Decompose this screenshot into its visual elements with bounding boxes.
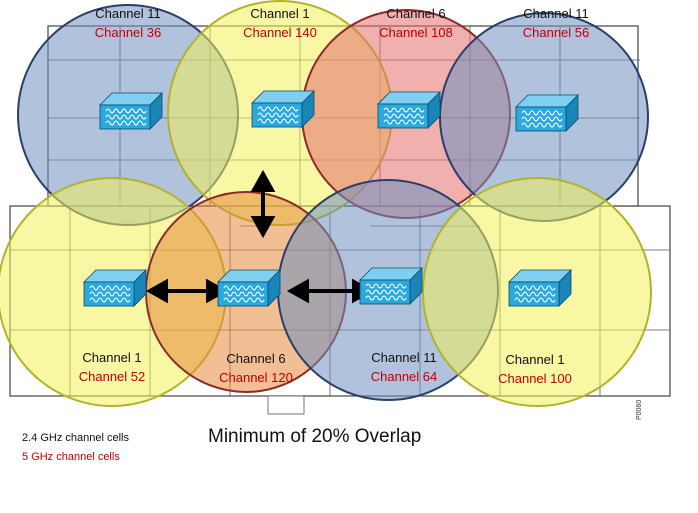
channel-5ghz-label: Channel 56	[523, 25, 590, 40]
channel-24ghz-label: Channel 6	[386, 6, 445, 21]
wireless-access-point-icon	[83, 269, 147, 307]
overlap-arrow-vertical	[250, 169, 276, 239]
wireless-access-point-icon	[99, 92, 163, 130]
channel-24ghz-label: Channel 11	[371, 350, 437, 365]
wireless-access-point-icon	[508, 269, 572, 307]
legend-24ghz: 2.4 GHz channel cells	[22, 432, 129, 444]
channel-labels: Channel 11 Channel 36 Channel 1 Channel 140…	[79, 6, 590, 386]
channel-24ghz-label: Channel 6	[226, 351, 285, 366]
wireless-access-point-icon	[377, 91, 441, 129]
overlap-caption: Minimum of 20% Overlap	[208, 426, 422, 447]
access-points	[83, 90, 579, 307]
channel-5ghz-label: Channel 120	[219, 370, 293, 385]
channel-24ghz-label: Channel 1	[505, 352, 564, 367]
coverage-cells	[0, 0, 652, 407]
overlap-arrow-left	[145, 278, 229, 304]
channel-5ghz-label: Channel 64	[371, 369, 438, 384]
channel-5ghz-label: Channel 140	[243, 25, 317, 40]
legend-5ghz: 5 GHz channel cells	[22, 451, 120, 463]
figure-id: P0060	[636, 399, 643, 420]
wireless-access-point-icon	[359, 267, 423, 305]
channel-24ghz-label: Channel 1	[250, 6, 309, 21]
channel-5ghz-label: Channel 100	[498, 371, 572, 386]
channel-5ghz-label: Channel 108	[379, 25, 453, 40]
channel-24ghz-label: Channel 11	[523, 6, 589, 21]
channel-5ghz-label: Channel 36	[95, 25, 162, 40]
channel-24ghz-label: Channel 1	[82, 350, 141, 365]
channel-24ghz-label: Channel 11	[95, 6, 161, 21]
wireless-access-point-icon	[515, 94, 579, 132]
wireless-access-point-icon	[217, 269, 281, 307]
channel-5ghz-label: Channel 52	[79, 369, 146, 384]
wireless-access-point-icon	[251, 90, 315, 128]
